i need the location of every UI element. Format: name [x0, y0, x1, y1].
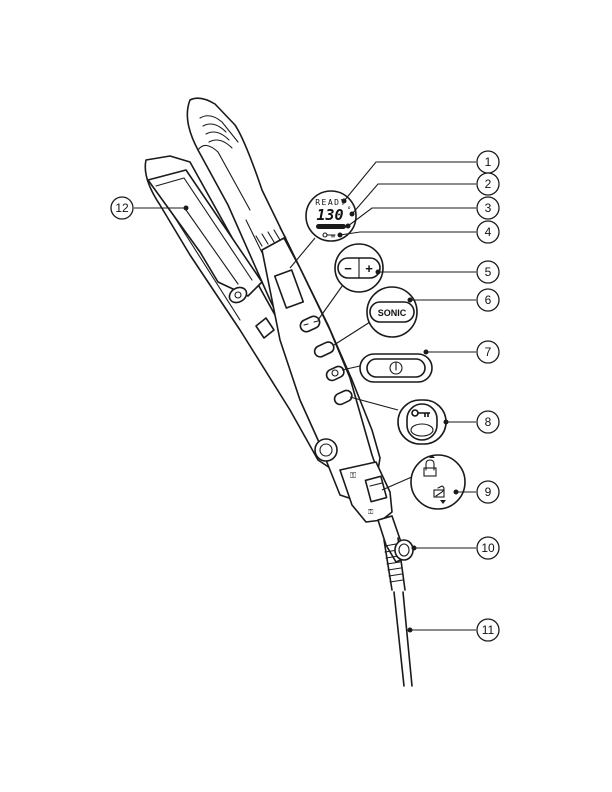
callout-label-3: 3 — [485, 201, 492, 215]
display-callout: READY 130 ° — [289, 190, 357, 269]
callout-6: 6 — [476, 288, 500, 312]
callout-4: 4 — [476, 220, 500, 244]
key-lock-icon — [411, 409, 430, 417]
leaders — [134, 161, 476, 633]
sonic-button[interactable]: SONIC — [378, 308, 407, 318]
svg-text:⚿: ⚿ — [350, 471, 356, 480]
cord-ring — [394, 539, 414, 561]
callout-label-4: 4 — [485, 225, 492, 239]
lock-switch-callout — [381, 454, 466, 510]
sonic-button-small[interactable] — [313, 340, 336, 358]
callout-label-10: 10 — [481, 541, 495, 555]
temperature-readout: 130 — [316, 206, 343, 224]
ready-indicator: READY — [315, 198, 347, 207]
callout-label-2: 2 — [485, 177, 492, 191]
callout-label-7: 7 — [485, 345, 492, 359]
callout-9: 9 — [476, 480, 500, 504]
heating-plate — [147, 169, 263, 297]
callout-2: 2 — [476, 172, 500, 196]
hinge — [314, 438, 338, 462]
callout-1: 1 — [476, 150, 500, 174]
display-window — [273, 269, 305, 309]
power-icon — [389, 361, 403, 375]
lock-button-small[interactable] — [333, 389, 354, 407]
callout-label-6: 6 — [485, 293, 492, 307]
power-button-callout — [341, 353, 433, 383]
callout-5: 5 — [476, 260, 500, 284]
callout-label-9: 9 — [485, 485, 492, 499]
svg-text:⚿: ⚿ — [368, 508, 374, 516]
handle — [261, 237, 379, 501]
callout-7: 7 — [476, 340, 500, 364]
callout-11: 11 — [476, 618, 500, 642]
temp-button-callout: − + — [317, 243, 384, 321]
sonic-button-callout: SONIC — [333, 286, 418, 346]
callout-label-5: 5 — [485, 265, 492, 279]
key-lock-indicator — [322, 232, 336, 238]
swivel-cord — [383, 537, 414, 687]
lower-arm — [144, 155, 346, 469]
callout-label-11: 11 — [482, 623, 495, 637]
temp-button-small[interactable] — [298, 314, 321, 333]
callout-3: 3 — [476, 196, 500, 220]
callout-10: 10 — [476, 536, 500, 560]
callout-8: 8 — [476, 410, 500, 434]
sonic-indicator — [316, 224, 346, 229]
lock-switch-icon — [423, 455, 446, 504]
callout-label-12: 12 — [115, 201, 129, 215]
plus-button[interactable]: + — [365, 261, 373, 276]
callout-12: 12 — [110, 196, 134, 220]
temperature-unit: ° — [347, 206, 351, 214]
callout-label-1: 1 — [485, 155, 492, 169]
callout-label-8: 8 — [485, 415, 492, 429]
minus-button[interactable]: − — [344, 261, 352, 276]
